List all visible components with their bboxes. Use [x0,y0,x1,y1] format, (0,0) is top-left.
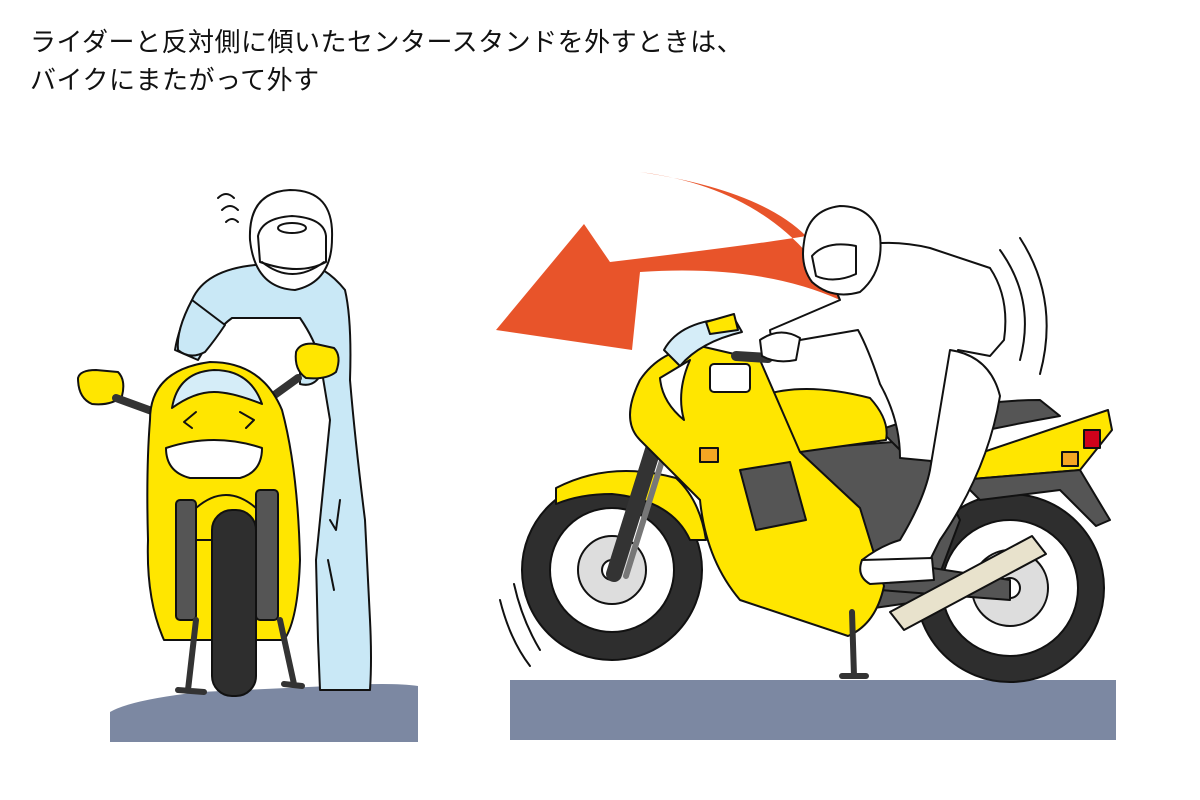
left-fork-right [255,489,279,621]
left-ground [110,684,418,742]
left-headlight [165,439,263,479]
right-center-stand [839,609,869,679]
right-ground [510,680,1116,740]
left-windscreen [171,369,263,409]
left-motorcycle [77,342,340,697]
left-helmet [248,189,334,291]
wobble-lines-icon [499,237,1048,667]
sweat-drop-icon [217,193,239,223]
left-center-stand [175,617,305,695]
right-mirror [705,313,739,335]
caption-line-1: ライダーと反対側に傾いたセンタースタンドを外すときは、 [30,28,744,58]
left-front-tire [211,509,257,697]
right-rider-glove [759,331,801,363]
left-rider-arm [176,299,226,357]
left-scene [77,189,418,742]
right-front-fork [606,432,664,582]
direction-arrow-icon [496,172,840,350]
caption: ライダーと反対側に傾いたセンタースタンドを外すときは、 バイクにまたがって外す [30,24,743,100]
right-rider-boot [859,557,935,585]
tail-light [1083,429,1101,449]
rear-turn-signal [1061,451,1079,467]
caption-line-2: バイクにまたがって外す [30,66,320,96]
right-rider [759,205,1007,585]
right-front-fender [555,469,707,541]
front-turn-signal [699,447,719,463]
left-fork-left [175,499,197,621]
left-mirror-right [294,342,340,380]
right-scene [496,172,1116,740]
right-rider-leg [861,349,1001,569]
right-exhaust [889,535,1047,631]
